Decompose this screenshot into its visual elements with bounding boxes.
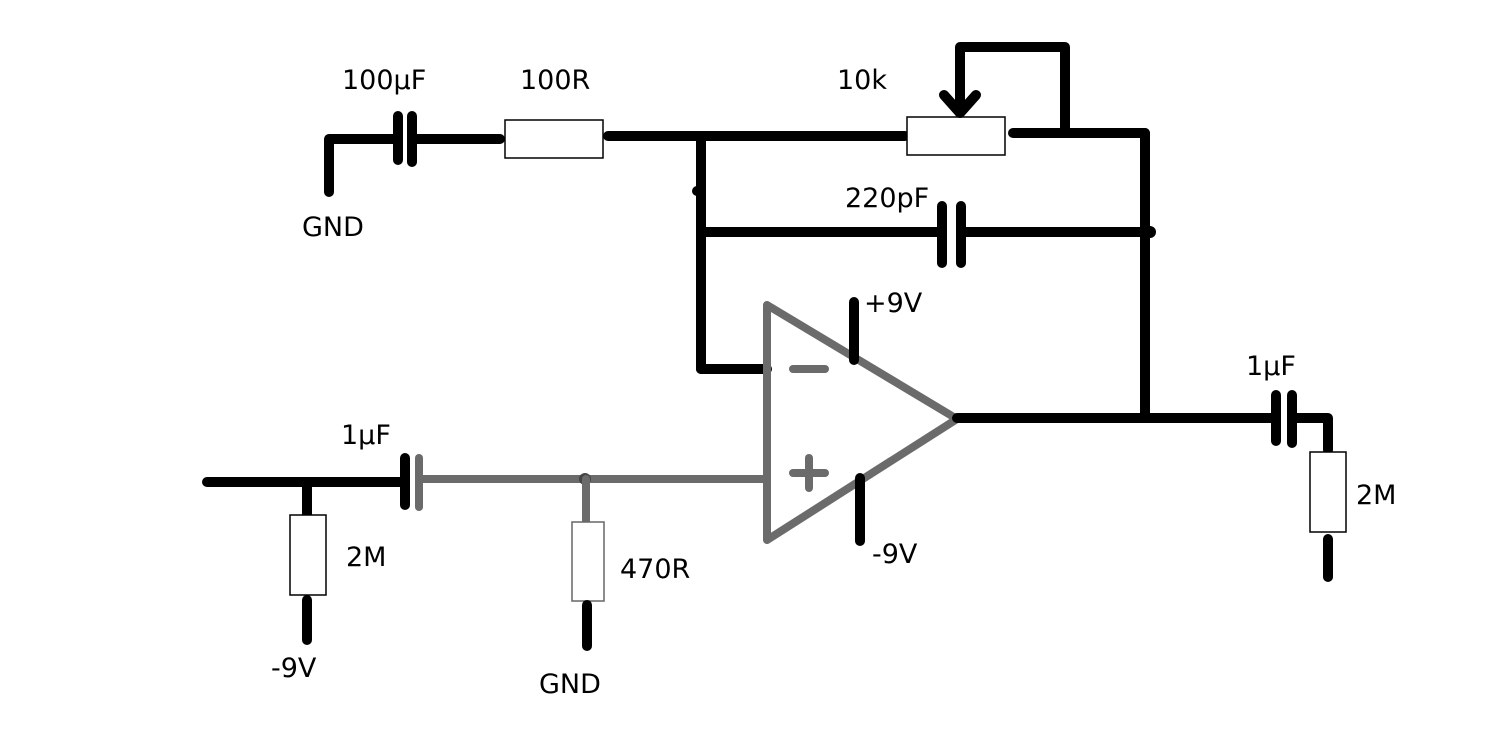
label-1uf-input: 1µF bbox=[341, 420, 391, 451]
output-path bbox=[952, 390, 1347, 582]
resistor-100r bbox=[504, 119, 604, 159]
label-2m-input: 2M bbox=[346, 542, 386, 573]
label-minus-9v-bias: -9V bbox=[271, 653, 317, 684]
label-100uf: 100µF bbox=[342, 65, 426, 96]
label-2m-output: 2M bbox=[1356, 480, 1396, 511]
opamp-symbol bbox=[763, 297, 961, 546]
potentiometer-10k bbox=[906, 42, 1150, 423]
input-path bbox=[202, 453, 771, 651]
label-gnd-top: GND bbox=[302, 212, 364, 243]
label-1uf-output: 1µF bbox=[1246, 351, 1296, 382]
resistor-input-2m bbox=[289, 514, 327, 596]
label-220pf: 220pF bbox=[845, 183, 929, 214]
label-100r: 100R bbox=[520, 65, 590, 96]
resistor-output-2m bbox=[1309, 451, 1347, 533]
label-plus-9v: +9V bbox=[864, 288, 923, 319]
resistor-470r bbox=[571, 521, 605, 602]
label-10k: 10k bbox=[837, 65, 887, 96]
label-minus-9v-supply: -9V bbox=[872, 539, 918, 570]
label-470r: 470R bbox=[620, 554, 690, 585]
feedback-network bbox=[692, 131, 1156, 374]
ground-return-branch bbox=[324, 111, 910, 197]
label-gnd-bottom: GND bbox=[539, 669, 601, 700]
